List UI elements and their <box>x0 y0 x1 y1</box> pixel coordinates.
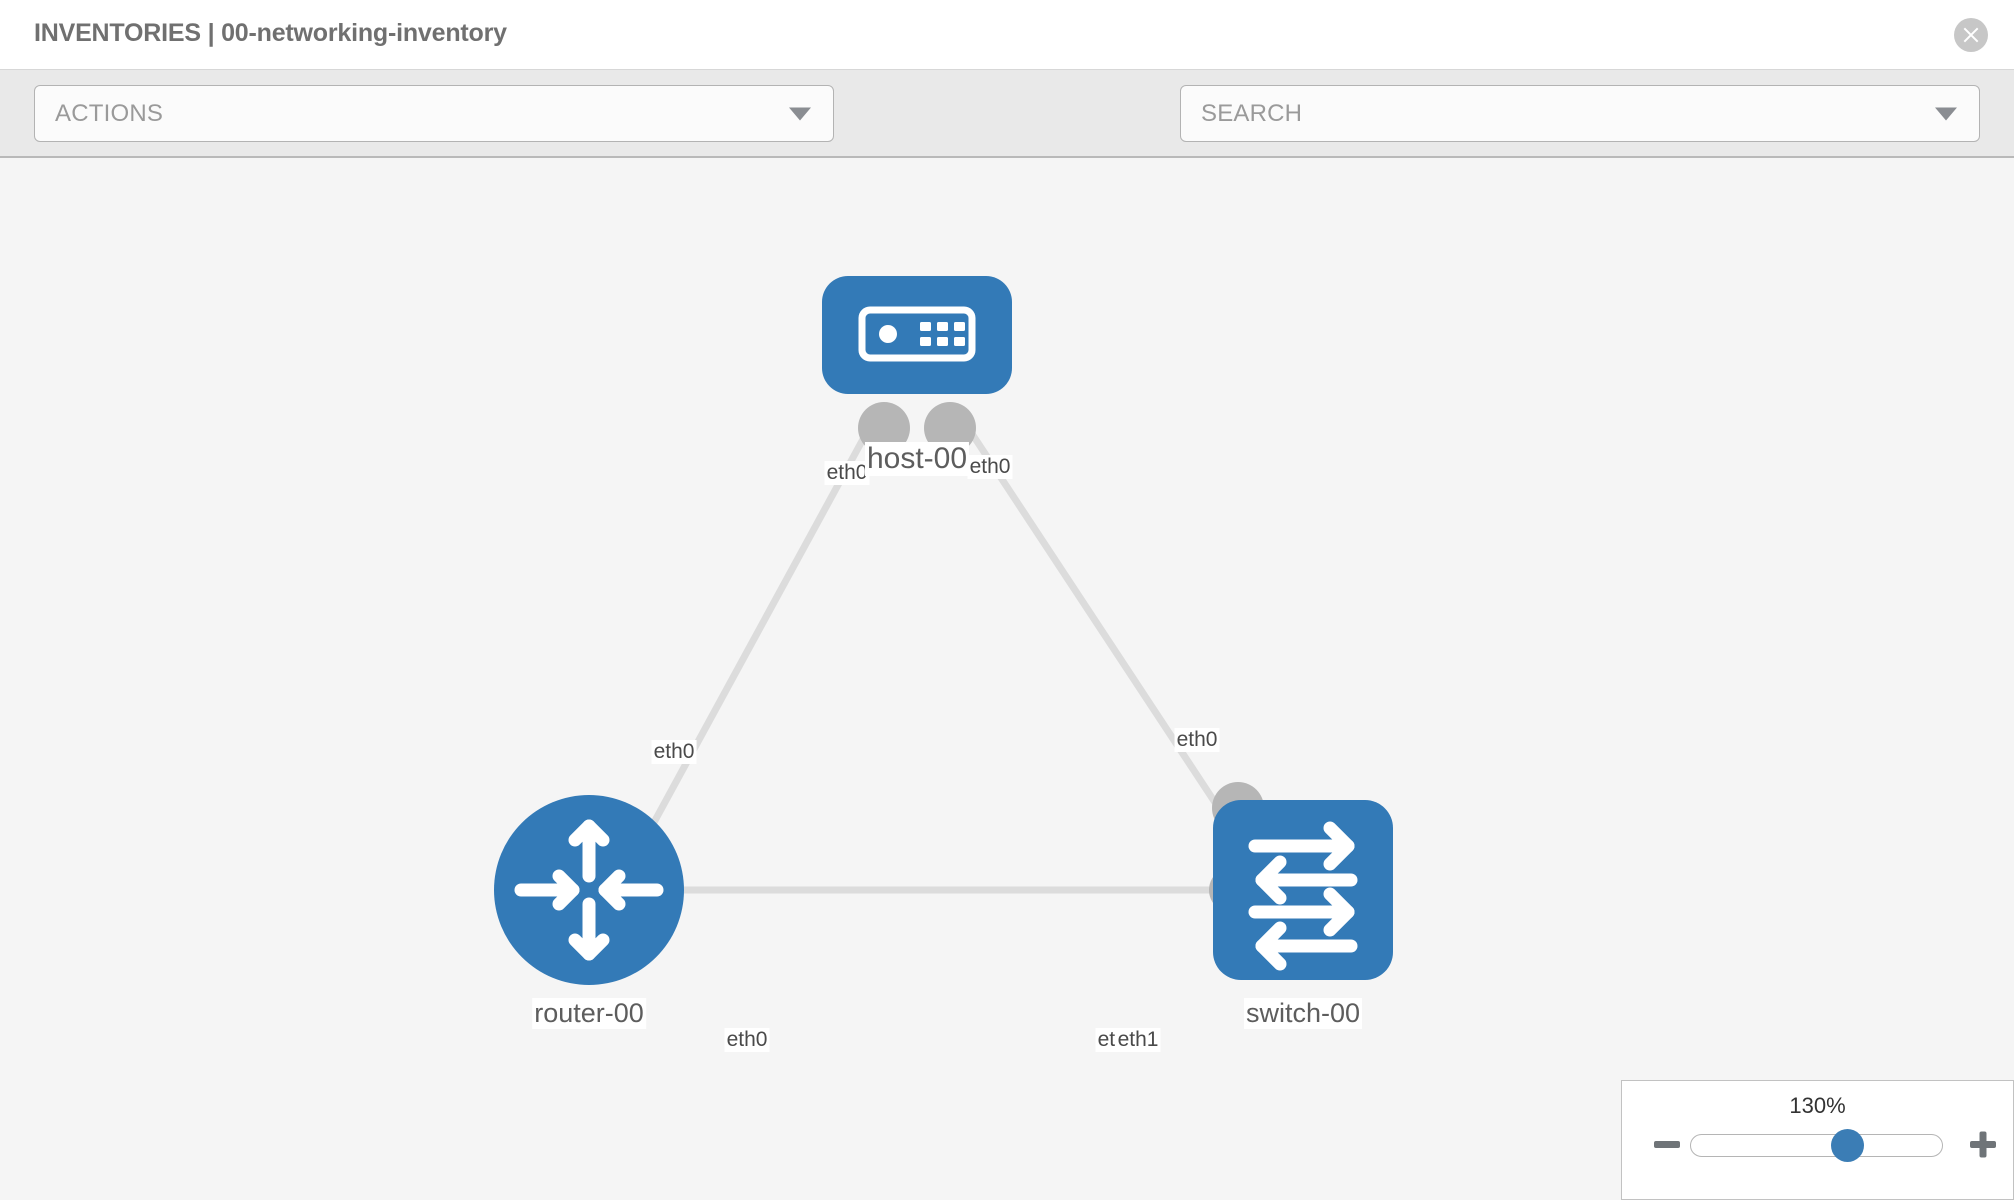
socket-host-eth0-left <box>858 402 910 454</box>
search-placeholder: SEARCH <box>1201 99 1303 127</box>
chevron-down-icon <box>789 107 811 120</box>
actions-dropdown[interactable]: ACTIONS <box>34 85 834 142</box>
toolbar: ACTIONS SEARCH <box>0 70 2014 204</box>
socket-host-eth0-right <box>924 402 976 454</box>
actions-dropdown-label: ACTIONS <box>55 99 164 127</box>
zoom-out-button[interactable] <box>1649 1126 1685 1162</box>
topology-graph <box>494 276 1393 985</box>
node-host-00[interactable] <box>822 276 1012 394</box>
app-header: INVENTORIES | 00-networking-inventory <box>0 0 2014 70</box>
zoom-level-label: 130% <box>1789 1093 1846 1118</box>
page-title: INVENTORIES | 00-networking-inventory <box>34 19 507 47</box>
search-input[interactable]: SEARCH <box>1180 85 1980 142</box>
link-host-switch <box>951 404 1249 852</box>
close-icon[interactable] <box>1954 18 1988 52</box>
topology-canvas[interactable]: eth0 eth0 eth0 eth0 eth0 eth1 eth1 host-… <box>0 158 2014 1200</box>
zoom-in-button[interactable] <box>1965 1126 2001 1162</box>
node-switch-00[interactable] <box>1213 800 1393 980</box>
chevron-down-icon <box>1935 107 1957 120</box>
zoom-slider-thumb[interactable] <box>1830 1128 1864 1162</box>
node-router-00[interactable] <box>494 795 684 985</box>
socket-group <box>627 402 1264 913</box>
zoom-slider[interactable] <box>1690 1128 1943 1162</box>
zoom-control-panel: 130% <box>1621 1080 2014 1200</box>
link-router-host <box>636 404 884 852</box>
